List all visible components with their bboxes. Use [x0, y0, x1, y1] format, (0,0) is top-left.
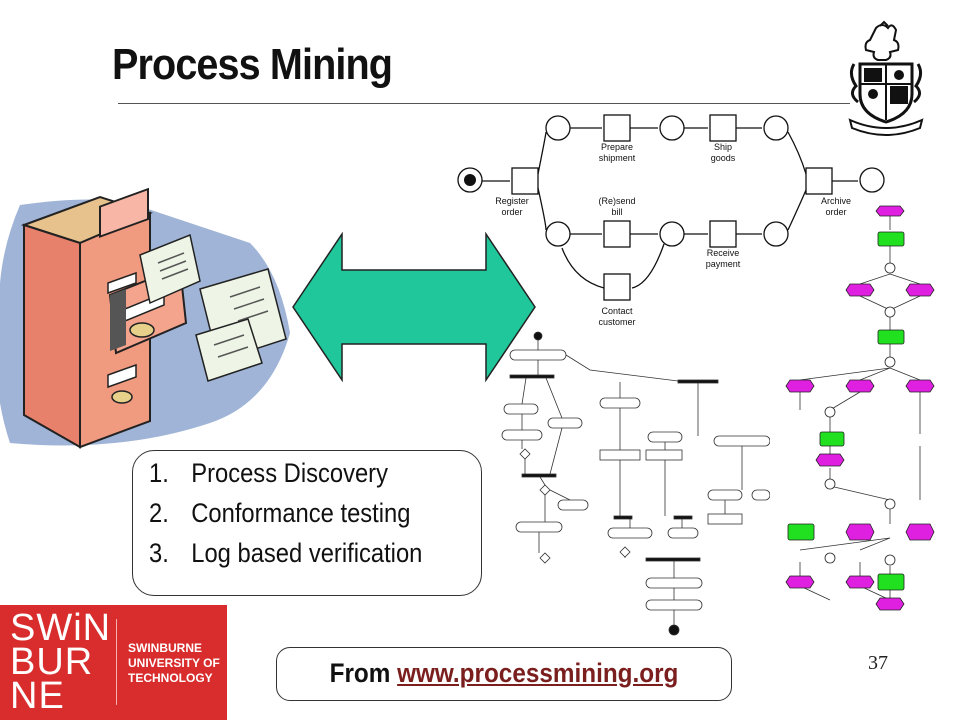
mining-tasks-box: 1.Process Discovery 2.Conformance testin… — [132, 450, 482, 596]
source-box: From www.processmining.org — [276, 647, 732, 701]
svg-text:bill: bill — [611, 207, 622, 217]
crest-icon — [848, 20, 924, 136]
transition-label-contact: Contact — [601, 306, 633, 316]
logo-divider — [116, 619, 117, 705]
activity-diagram — [501, 331, 770, 636]
svg-text:shipment: shipment — [599, 153, 636, 163]
transition-label-prepare: Prepare — [601, 142, 633, 152]
double-arrow-icon — [292, 232, 536, 382]
svg-text:goods: goods — [711, 153, 736, 163]
svg-text:payment: payment — [706, 259, 741, 269]
list-item: 3.Log based verification — [149, 538, 423, 568]
mining-tasks-list: 1.Process Discovery 2.Conformance testin… — [149, 453, 460, 573]
petri-net-diagram: Register order Prepare shipment Ship goo… — [457, 114, 885, 327]
list-item: 1.Process Discovery — [149, 458, 388, 488]
transition-label-ship: Ship — [714, 142, 732, 152]
transition-label-receive: Receive — [707, 248, 740, 258]
swinburne-wordmark: SWiN BUR NE — [10, 607, 112, 717]
transition-label-archive: Archive — [821, 196, 851, 206]
filing-cabinet-icon — [0, 187, 290, 449]
swinburne-logo: SWiN BUR NE SWINBURNE UNIVERSITY OF TECH… — [0, 605, 227, 720]
svg-text:customer: customer — [598, 317, 635, 327]
source-link[interactable]: www.processmining.org — [397, 658, 679, 688]
title-divider — [118, 103, 850, 104]
svg-text:order: order — [501, 207, 522, 217]
svg-text:order: order — [825, 207, 846, 217]
transition-label-resend: (Re)send — [598, 196, 635, 206]
epc-diagram — [785, 205, 935, 611]
page-title: Process Mining — [112, 40, 393, 89]
page-number: 37 — [868, 652, 888, 674]
transition-label-register: Register — [495, 196, 529, 206]
source-text: From www.processmining.org — [329, 658, 679, 688]
list-item: 2.Conformance testing — [149, 498, 411, 528]
university-name: SWINBURNE UNIVERSITY OF TECHNOLOGY — [128, 641, 220, 685]
